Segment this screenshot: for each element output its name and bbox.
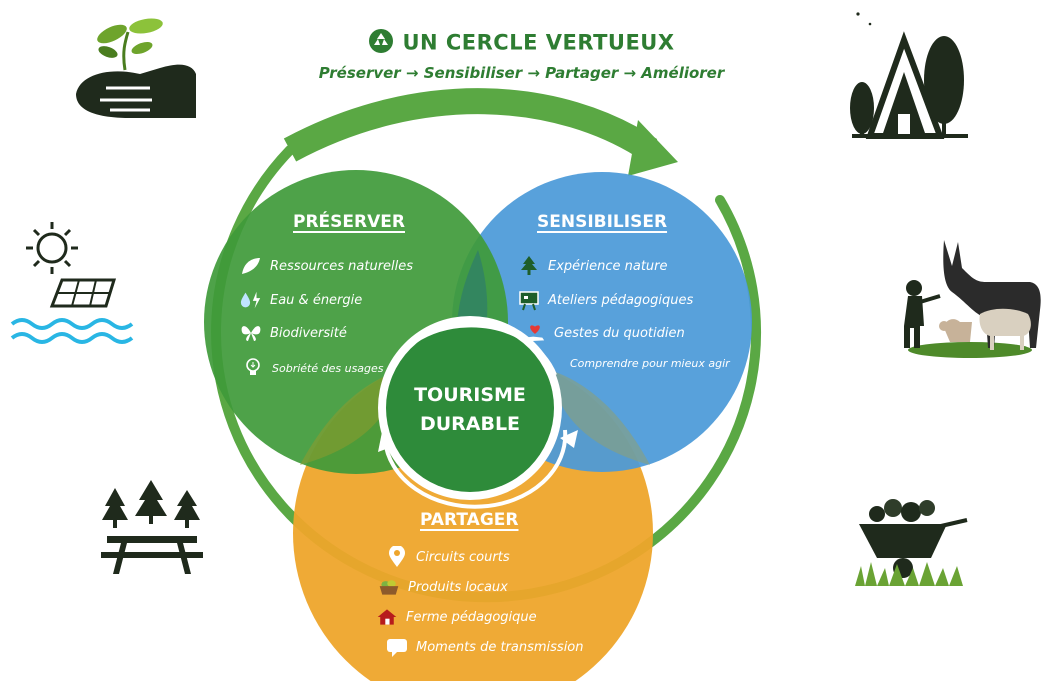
center-cycle-arrow-bottom (383, 429, 568, 509)
center-arrowhead-right (560, 430, 578, 448)
leaf-icon (240, 255, 262, 277)
preserver-item: Sobriété des usages (242, 357, 384, 379)
center-cycle-arrow-top (383, 323, 557, 381)
butterfly-icon (240, 322, 262, 344)
preserver-item: Biodiversité (240, 322, 347, 344)
recycle-icon (368, 28, 394, 59)
partager-item: Ferme pédagogique (376, 606, 537, 628)
center-label-line2: DURABLE (419, 413, 521, 435)
farm-animals-icon (900, 238, 1043, 367)
sensibiliser-item: Expérience nature (518, 255, 668, 277)
farmhouse-icon (376, 606, 398, 628)
sensibiliser-item: Gestes du quotidien (524, 322, 685, 344)
center-circle-inner (386, 324, 554, 492)
overlap-blue-orange (550, 370, 650, 465)
diagram-title: UN CERCLE VERTUEUX (0, 28, 1043, 59)
center-arrowhead-left (378, 432, 394, 452)
presentation-board-icon (518, 289, 540, 311)
partager-item: Circuits courts (386, 546, 510, 568)
overlap-green-orange (300, 370, 400, 465)
preserver-item: Eau & énergie (240, 289, 362, 311)
hand-plant-icon (70, 12, 200, 128)
partager-item: Moments de transmission (386, 636, 584, 658)
preserver-title: PRÉSERVER (293, 212, 405, 232)
center-label: TOURISME DURABLE (392, 381, 548, 439)
top-arc-band (283, 88, 658, 162)
sensibiliser-title: SENSIBILISER (537, 212, 668, 232)
speech-bubble-icon (386, 636, 408, 658)
mountain-cabin-icon (832, 10, 972, 144)
partager-item: Produits locaux (378, 576, 508, 598)
wheelbarrow-icon (855, 496, 970, 595)
sun-solar-water-icon (10, 218, 140, 357)
picnic-trees-icon (95, 478, 210, 582)
top-arc-arrowhead (628, 120, 678, 176)
lightbulb-icon (242, 357, 264, 379)
basket-icon (378, 576, 400, 598)
center-label-line1: TOURISME (414, 384, 526, 406)
sensibiliser-item: Comprendre pour mieux agir (570, 357, 730, 370)
water-energy-icon (240, 289, 262, 311)
diagram-subtitle: Préserver → Sensibiliser → Partager → Am… (318, 64, 725, 82)
heart-hand-icon (524, 322, 546, 344)
pine-tree-icon (518, 255, 540, 277)
location-pin-icon (386, 546, 408, 568)
sensibiliser-item: Ateliers pédagogiques (518, 289, 693, 311)
partager-title: PARTAGER (420, 510, 519, 530)
preserver-item: Ressources naturelles (240, 255, 413, 277)
